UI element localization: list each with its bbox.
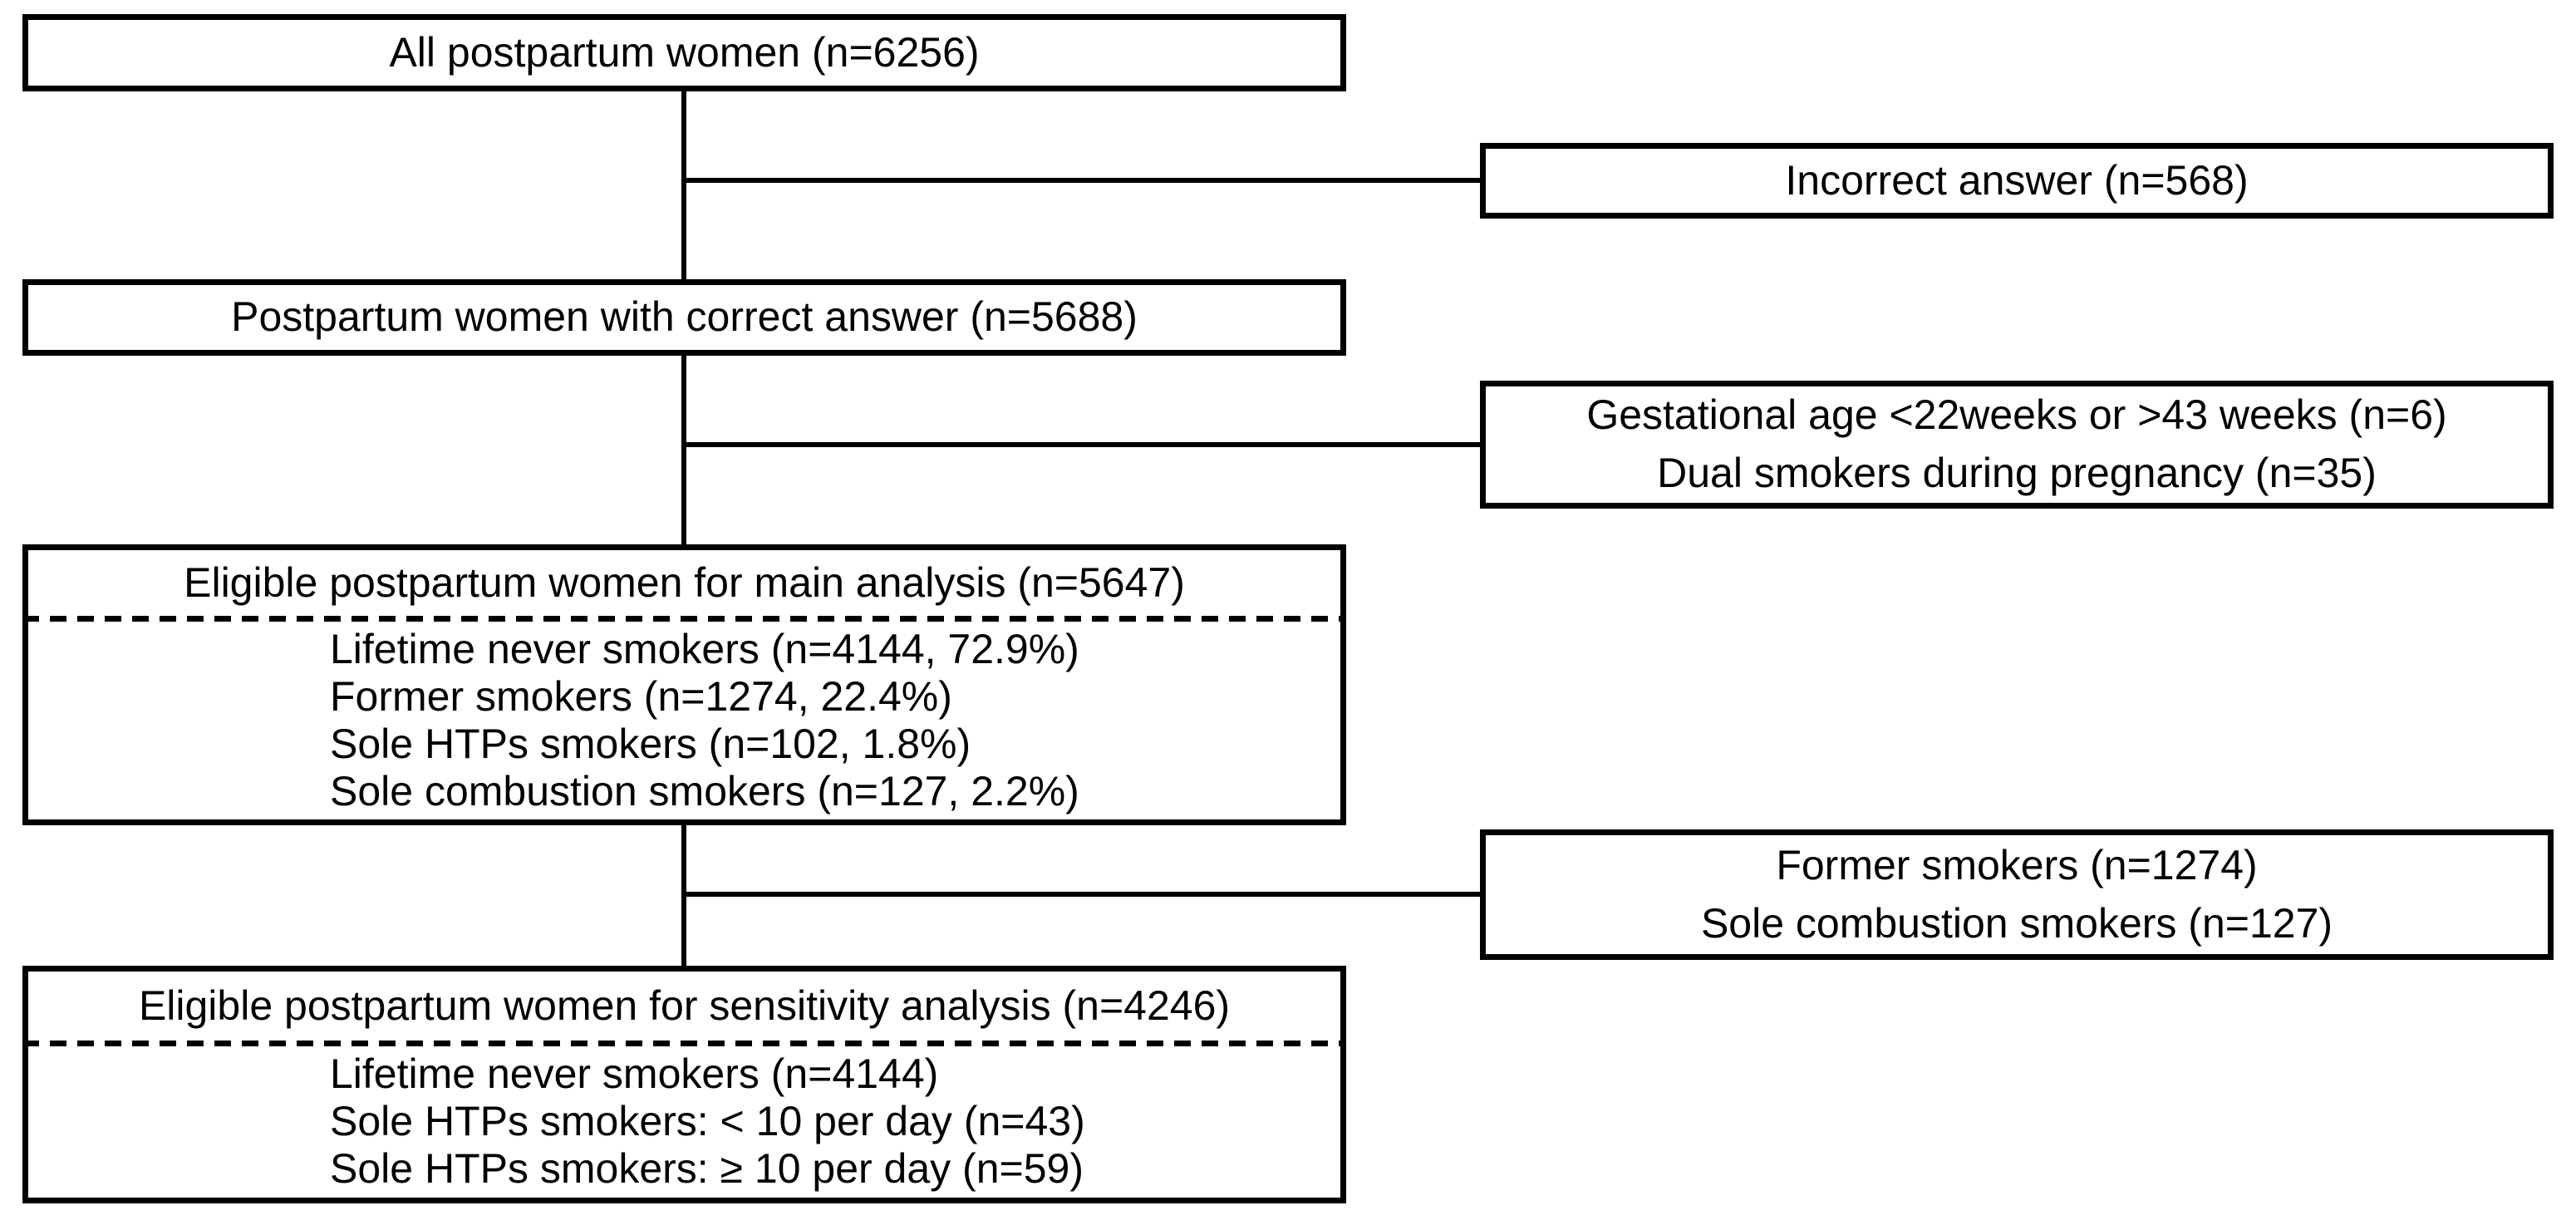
branch-to-incorrect-answer <box>684 178 1480 183</box>
box-former-combustion-exclusions: Former smokers (n=1274) Sole combustion … <box>1480 829 2554 960</box>
box-heading-zone: Eligible postpartum women for main analy… <box>28 550 1340 616</box>
exclusion-line: Former smokers (n=1274) <box>1776 841 2258 888</box>
exclusion-line: Gestational age <22weeks or >43 weeks (n… <box>1586 391 2447 439</box>
dashed-divider <box>22 616 1346 622</box>
box-heading: Eligible postpartum women for sensitivit… <box>138 982 1231 1029</box>
dashed-divider <box>22 1041 1346 1046</box>
connector-all-to-correct <box>681 91 686 279</box>
box-gestational-exclusions: Gestational age <22weeks or >43 weeks (n… <box>1480 381 2554 509</box>
exclusion-line: Incorrect answer (n=568) <box>1785 156 2249 204</box>
exclusion-line: Sole combustion smokers (n=127) <box>1700 899 2333 947</box>
box-label: Postpartum women with correct answer (n=… <box>231 293 1138 341</box>
box-content: All postpartum women (n=6256) <box>28 20 1340 86</box>
box-main-analysis: Eligible postpartum women for main analy… <box>22 544 1346 825</box>
subgroup-item: Sole HTPs smokers: < 10 per day (n=43) <box>330 1098 1085 1145</box>
subgroup-item: Lifetime never smokers (n=4144, 72.9%) <box>330 625 1079 672</box>
box-heading-zone: Eligible postpartum women for sensitivit… <box>28 972 1340 1041</box>
box-label: All postpartum women (n=6256) <box>389 28 980 76</box>
box-content: Postpartum women with correct answer (n=… <box>28 285 1340 350</box>
box-content: Former smokers (n=1274) Sole combustion … <box>1486 835 2548 954</box>
subgroup-item: Former smokers (n=1274, 22.4%) <box>330 672 952 720</box>
subgroup-item: Sole HTPs smokers: ≥ 10 per day (n=59) <box>330 1145 1084 1193</box>
subgroup-item: Lifetime never smokers (n=4144) <box>330 1050 939 1098</box>
box-incorrect-answer: Incorrect answer (n=568) <box>1480 143 2554 219</box>
box-correct-answer: Postpartum women with correct answer (n=… <box>22 279 1346 356</box>
subgroup-item: Sole combustion smokers (n=127, 2.2%) <box>330 767 1079 814</box>
branch-to-gestational-exclusions <box>684 442 1480 447</box>
branch-to-former-combustion-exclusions <box>684 892 1480 897</box>
box-heading: Eligible postpartum women for main analy… <box>184 558 1185 606</box>
box-content: Gestational age <22weeks or >43 weeks (n… <box>1486 386 2548 503</box>
subgroup-list: Lifetime never smokers (n=4144, 72.9%) F… <box>28 622 1340 819</box>
box-all-postpartum-women: All postpartum women (n=6256) <box>22 14 1346 91</box>
subgroup-item: Sole HTPs smokers (n=102, 1.8%) <box>330 720 971 767</box>
connector-correct-to-main <box>681 356 686 544</box>
subgroup-list: Lifetime never smokers (n=4144) Sole HTP… <box>28 1046 1340 1198</box>
box-content: Incorrect answer (n=568) <box>1486 149 2548 213</box>
box-sensitivity-analysis: Eligible postpartum women for sensitivit… <box>22 966 1346 1203</box>
exclusion-line: Dual smokers during pregnancy (n=35) <box>1657 450 2377 497</box>
